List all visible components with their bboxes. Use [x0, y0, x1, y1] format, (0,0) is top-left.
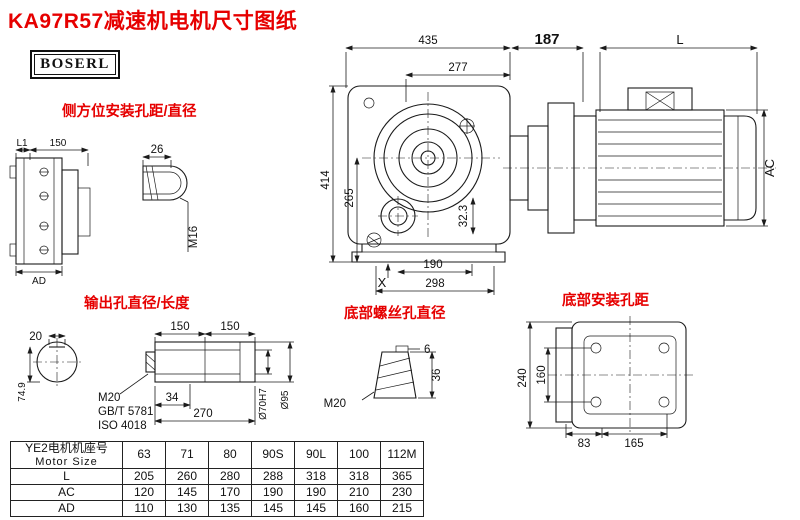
table-header-cell: YE2电机机座号 Motor Size [10, 440, 123, 470]
label-output: 输出孔直径/长度 [84, 294, 190, 312]
gearbox-side-view: L1 150 AD [9, 138, 91, 287]
fan-cover [723, 115, 757, 221]
bolt-hole-icon [363, 97, 375, 109]
table-cell: 210 [337, 484, 381, 502]
dim-mount-hole-v: 160 [536, 365, 548, 384]
brand-logo-text: BOSERL [34, 54, 116, 75]
table-cell: 145 [165, 484, 209, 502]
dim-plug-thread: M16 [188, 226, 200, 248]
page-title: KA97R57减速机电机尺寸图纸 [8, 10, 298, 33]
row-label: L [10, 468, 123, 486]
table-cell: 230 [380, 484, 424, 502]
motor-size-table: YE2电机机座号 Motor Size 63 71 80 90S 90L 100… [10, 440, 424, 518]
label-bottom-mount: 底部安装孔距 [562, 291, 649, 309]
dim-foot-hole-span: 190 [423, 259, 442, 271]
dim-motor-length: L [676, 32, 683, 47]
output-shaft-view: 20 74.9 150 150 M20 GB/T 5781 ISO 4018 [17, 321, 294, 432]
dim-overall-height: 414 [320, 170, 332, 190]
size-col: 71 [165, 440, 209, 470]
size-col: 80 [208, 440, 252, 470]
dim-screw-thread: M20 [324, 398, 346, 410]
motor-side-view: AC [503, 87, 777, 234]
table-cell: 110 [122, 500, 166, 518]
label-bottom-screw: 底部螺丝孔直径 [344, 304, 446, 322]
table-cell: 160 [337, 500, 381, 518]
dim-x-label: X [378, 275, 387, 290]
dim-hub-dia: Ø95 [280, 390, 291, 409]
dim-screw-step: 6 [424, 344, 430, 356]
row-label: AC [10, 484, 123, 502]
dim-motor-od: AC [762, 159, 777, 177]
dim-screw-len: 36 [431, 369, 443, 382]
size-col: 90L [294, 440, 338, 470]
table-cell: 135 [208, 500, 252, 518]
dim-shaft-len: 270 [193, 408, 212, 420]
table-row-AC: AC 120 145 170 190 190 210 230 [10, 484, 424, 502]
dim-side-150: 150 [50, 138, 67, 149]
dim-base-width: 298 [425, 278, 444, 290]
table-cell: 190 [251, 484, 295, 502]
dim-overall-width: 435 [418, 35, 437, 47]
table-cell: 170 [208, 484, 252, 502]
table-cell: 280 [208, 468, 252, 486]
table-cell: 120 [122, 484, 166, 502]
brand-logo: BOSERL [30, 50, 120, 79]
table-cell: 145 [251, 500, 295, 518]
shaft-plug-detail: 26 M16 [142, 144, 200, 252]
dim-bore-len2: 150 [220, 321, 239, 333]
row-label: AD [10, 500, 123, 518]
dim-side-l1: L1 [16, 138, 28, 149]
dim-axis-height: 265 [344, 188, 356, 207]
table-cell: 318 [294, 468, 338, 486]
gearbox-bottom-view: 240 160 83 165 [517, 316, 694, 450]
table-cell: 190 [294, 484, 338, 502]
gearbox-front-view: 414 265 32.3 X 190 298 [320, 85, 511, 295]
table-cell: 145 [294, 500, 338, 518]
section-labels: 侧方位安装孔距/直径 输出孔直径/长度 底部螺丝孔直径 底部安装孔距 [62, 102, 649, 322]
table-row-AD: AD 110 130 135 145 145 160 215 [10, 500, 424, 518]
dim-side-ad: AD [32, 276, 46, 287]
dim-foot-thickness: 32.3 [458, 205, 470, 227]
dim-mount-height: 240 [517, 368, 529, 387]
size-col: 90S [251, 440, 295, 470]
table-cell: 205 [122, 468, 166, 486]
table-cell: 215 [380, 500, 424, 518]
dim-adapter-length: 187 [534, 31, 559, 48]
dim-key-depth: 74.9 [17, 382, 28, 402]
size-col: 100 [337, 440, 381, 470]
size-col: 112M [380, 440, 424, 470]
dim-upper-width: 277 [448, 62, 467, 74]
drain-plug-icon [366, 232, 382, 248]
table-header-row: YE2电机机座号 Motor Size 63 71 80 90S 90L 100… [10, 440, 424, 470]
table-cell: 130 [165, 500, 209, 518]
table-cell: 365 [380, 468, 424, 486]
table-cell: 260 [165, 468, 209, 486]
dim-end-bolt: M20 [98, 392, 120, 404]
table-cell: 318 [337, 468, 381, 486]
dim-bolt-std2: ISO 4018 [98, 420, 147, 432]
terminal-box [627, 87, 693, 111]
table-header-cn: YE2电机机座号 [25, 441, 108, 455]
table-header-en: Motor Size [35, 455, 98, 468]
dim-bore-len1: 150 [170, 321, 189, 333]
dim-mount-hole-h1: 83 [578, 438, 591, 450]
table-cell: 288 [251, 468, 295, 486]
dim-plug-width: 26 [151, 144, 164, 156]
dim-washer-len: 34 [166, 392, 179, 404]
table-row-L: L 205 260 280 288 318 318 365 [10, 468, 424, 486]
top-dimensions: 435 187 L 277 [345, 31, 758, 114]
dim-bolt-std1: GB/T 5781 [98, 406, 153, 418]
foundation-bolt-detail: 6 36 M20 [324, 344, 443, 410]
dim-key-width: 20 [29, 331, 42, 343]
size-col: 63 [122, 440, 166, 470]
label-side-mount: 侧方位安装孔距/直径 [62, 102, 197, 120]
dim-bore-dia: Ø70H7 [258, 388, 269, 420]
dim-mount-hole-h2: 165 [624, 438, 643, 450]
